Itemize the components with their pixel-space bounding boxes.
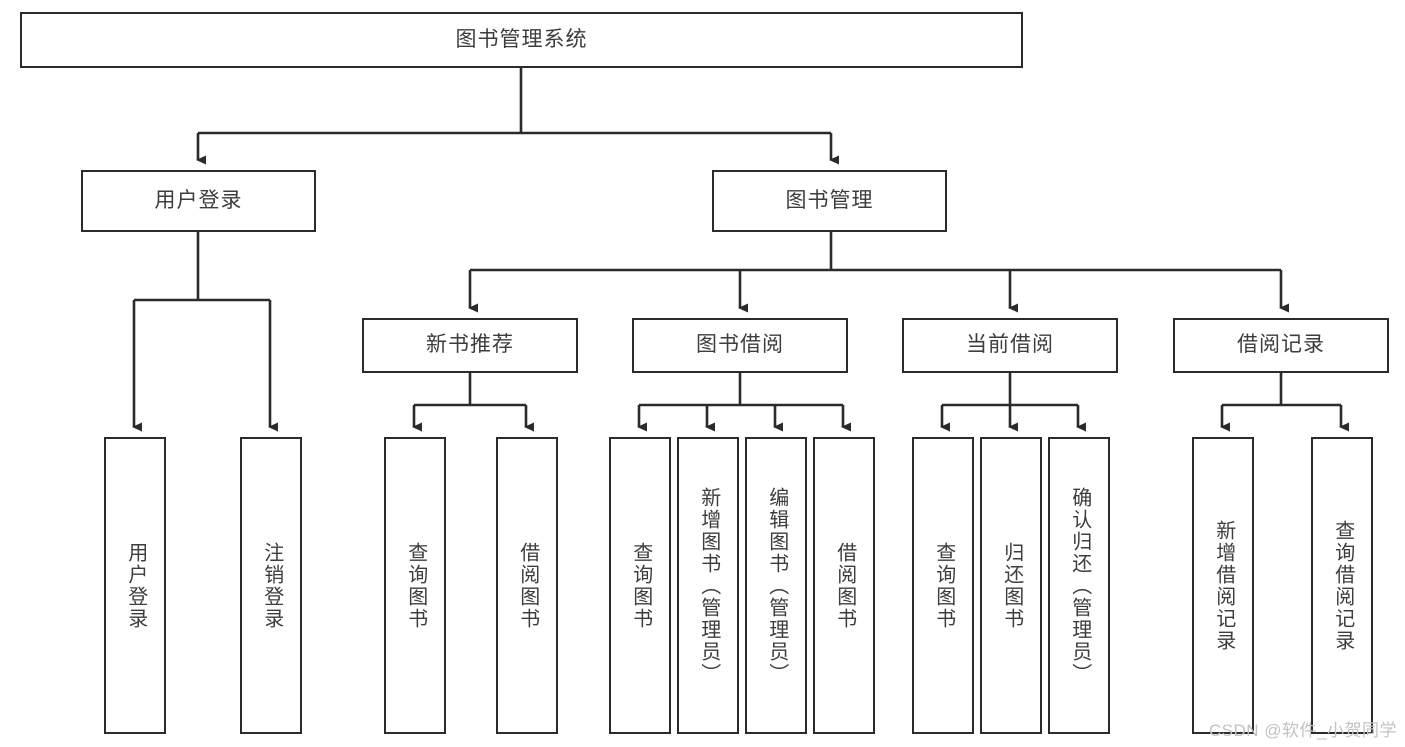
node-root-book-management-system[interactable]: 图书管理系统 (20, 12, 1023, 68)
node-label: 借阅记录 (1237, 333, 1325, 357)
node-borrow-records[interactable]: 借阅记录 (1173, 318, 1389, 373)
node-label: 新增借阅记录 (1212, 519, 1235, 652)
leaf-book-borrow-edit[interactable]: 编辑图书（管理员） (745, 437, 807, 734)
leaf-current-borrow-return[interactable]: 归还图书 (980, 437, 1042, 734)
node-label: 新增图书（管理员） (697, 486, 720, 685)
node-label: 确认归还（管理员） (1068, 486, 1091, 685)
node-label: 编辑图书（管理员） (765, 486, 788, 685)
node-label: 用户登录 (124, 541, 147, 630)
node-label: 图书借阅 (696, 333, 784, 357)
leaf-user-login-logout[interactable]: 注销登录 (240, 437, 302, 734)
leaf-borrow-record-query[interactable]: 查询借阅记录 (1311, 437, 1373, 734)
node-book-borrow[interactable]: 图书借阅 (632, 318, 848, 373)
leaf-book-borrow-borrow[interactable]: 借阅图书 (813, 437, 875, 734)
leaf-new-book-query[interactable]: 查询图书 (384, 437, 446, 734)
node-label: 用户登录 (154, 188, 243, 212)
node-label: 借阅图书 (516, 541, 539, 630)
node-label: 注销登录 (260, 541, 283, 630)
node-label: 查询图书 (404, 541, 427, 630)
node-label: 查询图书 (629, 541, 652, 630)
watermark: CSDN @软件_小贺同学 (1208, 721, 1397, 740)
node-label: 借阅图书 (833, 541, 856, 630)
node-label: 当前借阅 (966, 333, 1054, 357)
node-label: 查询图书 (932, 541, 955, 630)
node-label: 查询借阅记录 (1331, 519, 1354, 652)
node-user-login[interactable]: 用户登录 (81, 170, 316, 232)
node-new-book-recommend[interactable]: 新书推荐 (362, 318, 578, 373)
leaf-borrow-record-add[interactable]: 新增借阅记录 (1192, 437, 1254, 734)
node-current-borrow[interactable]: 当前借阅 (902, 318, 1118, 373)
node-label: 新书推荐 (426, 333, 514, 357)
leaf-new-book-borrow[interactable]: 借阅图书 (496, 437, 558, 734)
leaf-book-borrow-query[interactable]: 查询图书 (609, 437, 671, 734)
node-label: 图书管理 (785, 188, 874, 212)
node-label: 图书管理系统 (455, 27, 588, 51)
leaf-user-login-login[interactable]: 用户登录 (104, 437, 166, 734)
node-label: 归还图书 (1000, 541, 1023, 630)
node-book-management[interactable]: 图书管理 (712, 170, 947, 232)
leaf-current-borrow-query[interactable]: 查询图书 (912, 437, 974, 734)
leaf-current-borrow-confirm-return[interactable]: 确认归还（管理员） (1048, 437, 1110, 734)
leaf-book-borrow-add[interactable]: 新增图书（管理员） (677, 437, 739, 734)
